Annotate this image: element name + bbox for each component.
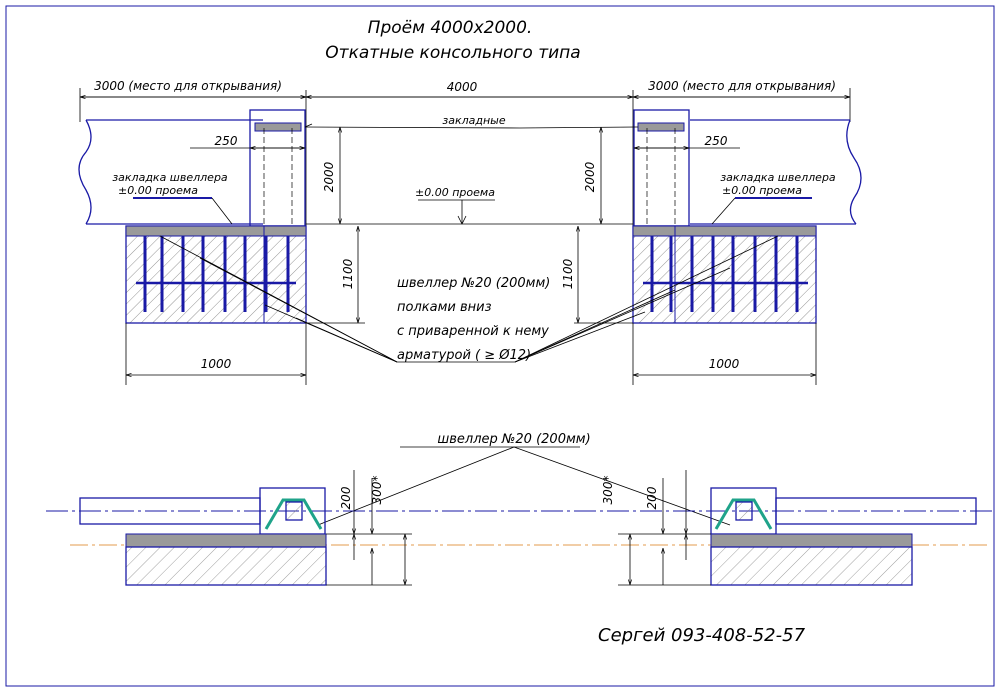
label-chan-embed-right-1: закладка швеллера (720, 171, 836, 184)
dim-right-sec-300: 300* (601, 476, 615, 505)
drawing-title-line2: Откатные консольного типа (325, 43, 580, 63)
drawing-title-line1: Проём 4000х2000. (368, 18, 533, 38)
left-section (79, 487, 327, 586)
left-gate-leaf (78, 119, 263, 225)
channel-reinforcement-note: швеллер №20 (200мм) полками вниз с прива… (159, 235, 779, 363)
label-channel-line2: полками вниз (397, 300, 492, 315)
dim-left-depth: 1100 (341, 258, 355, 289)
zero-level-mark: ±0.00 проема (306, 186, 633, 225)
right-foundation (632, 225, 817, 324)
left-channel-embed-note: закладка швеллера ±0.00 проема (112, 171, 233, 225)
dim-left-sec-200: 200 (339, 486, 353, 509)
dim-right-sec-200: 200 (645, 486, 659, 509)
dim-right-foundation: 1000 (709, 357, 740, 371)
dim-left-post: 250 (215, 134, 238, 148)
dim-left-height: 2000 (322, 161, 336, 192)
label-chan-embed-left-2: ±0.00 проема (118, 184, 198, 197)
dim-right-opening-space: 3000 (место для открывания) (648, 79, 836, 93)
left-foundation (125, 225, 307, 324)
foundation-width-dims: 1000 1000 (125, 323, 817, 385)
label-chan-embed-right-2: ±0.00 проема (722, 184, 802, 197)
dim-right-depth: 1100 (561, 258, 575, 289)
post-width-dims: 250 250 (190, 134, 740, 148)
label-zero-level: ±0.00 проема (415, 186, 495, 199)
dim-gate-opening: 4000 (447, 80, 478, 94)
dim-right-height: 2000 (583, 161, 597, 192)
label-chan-embed-left-1: закладка швеллера (112, 171, 228, 184)
section-dims: 200 300* 300* 200 (326, 470, 711, 586)
dim-left-opening-space: 3000 (место для открывания) (94, 79, 282, 93)
dim-right-post: 250 (705, 134, 728, 148)
dim-left-foundation: 1000 (201, 357, 232, 371)
right-section (710, 487, 977, 586)
right-post (633, 109, 690, 227)
label-channel-line4: арматурой ( ≥ Ø12) (397, 348, 531, 363)
label-section-channel: швеллер №20 (200мм) (437, 432, 590, 447)
left-post (249, 109, 306, 227)
author-signature: Сергей 093-408-52-57 (598, 625, 806, 646)
dim-left-sec-300: 300* (370, 476, 384, 505)
depth-dims: 1100 1100 (306, 226, 633, 324)
label-embeds: закладные (442, 114, 505, 127)
sheet-frame (5, 5, 995, 687)
overall-dimensions: 3000 (место для открывания) 4000 3000 (м… (79, 79, 851, 230)
right-channel-embed-note: закладка швеллера ±0.00 проема (711, 171, 836, 225)
height-dims: 2000 2000 (322, 127, 601, 224)
right-gate-leaf (690, 119, 862, 225)
label-channel-line1: швеллер №20 (200мм) (397, 276, 550, 291)
label-channel-line3: с приваренной к нему (397, 324, 549, 339)
